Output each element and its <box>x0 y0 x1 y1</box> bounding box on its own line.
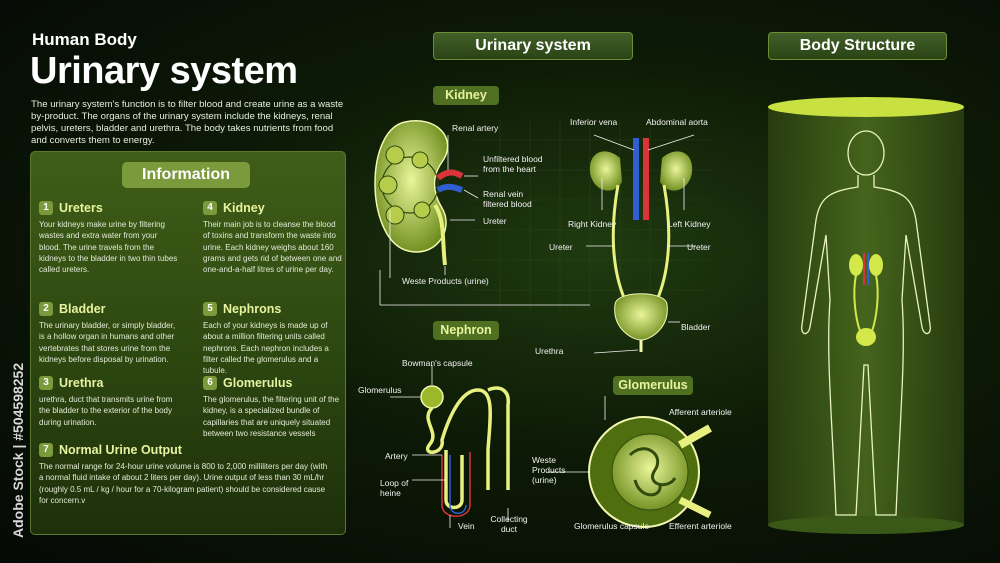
item-number: 1 <box>39 201 53 215</box>
cylinder-base <box>768 516 964 534</box>
information-panel <box>30 151 346 535</box>
label-afferent-arteriole: Afferent arteriole <box>669 407 732 417</box>
item-number: 2 <box>39 302 53 316</box>
label-left-kidney: Left Kidney <box>668 219 711 229</box>
item-title: Normal Urine Output <box>59 443 182 457</box>
glomerulus-diagram <box>588 416 712 528</box>
label-vein: Vein <box>458 521 475 531</box>
urinary-system-heading: Urinary system <box>433 32 633 60</box>
label-renal-vein: Renal vein filtered blood <box>483 189 532 209</box>
intro-text: The urinary system's function is to filt… <box>31 99 344 146</box>
label-artery: Artery <box>385 451 408 461</box>
label-unfiltered-blood: Unfiltered blood from the heart <box>483 154 543 174</box>
label-efferent-arteriole: Efferent arteriole <box>669 521 732 531</box>
label-glomerulus-capsule: Glomerulus capsule <box>574 521 650 531</box>
info-item-urine-output: 7 Normal Urine Output The normal range fo… <box>39 443 329 506</box>
item-text: The urinary bladder, or simply bladder, … <box>39 321 176 364</box>
item-number: 5 <box>203 302 217 316</box>
glomerulus-section-label: Glomerulus <box>613 376 693 395</box>
label-waste-products-glomerulus: Weste Products (urine) <box>532 455 566 485</box>
connector-lines <box>379 134 696 528</box>
item-title: Bladder <box>59 302 106 316</box>
kidney-cross-section <box>374 120 464 266</box>
info-item-ureters: 1 Ureters Your kidneys make urine by filt… <box>39 201 179 275</box>
label-loop-of-heine: Loop of heine <box>380 478 409 498</box>
info-item-nephrons: 5 Nephrons Each of your kidneys is made u… <box>203 302 343 376</box>
label-inferior-vena: Inferior vena <box>570 117 618 127</box>
item-number: 4 <box>203 201 217 215</box>
nephron-diagram <box>420 385 512 520</box>
item-title: Kidney <box>223 201 265 215</box>
info-item-glomerulus: 6 Glomerulus The glomerulus, the filterin… <box>203 376 343 439</box>
item-text: urethra, duct that transmits urine from … <box>39 395 173 427</box>
label-ureter-kidney: Ureter <box>483 216 507 226</box>
label-glomerulus-nephron: Glomerulus <box>358 385 402 395</box>
item-text: Their main job is to cleanse the blood o… <box>203 220 342 275</box>
label-ureter-left: Ureter <box>549 242 573 252</box>
item-text: Your kidneys make urine by filtering was… <box>39 220 178 275</box>
info-item-urethra: 3 Urethra urethra, duct that transmits ur… <box>39 376 179 428</box>
label-right-kidney: Right Kidney <box>568 219 617 229</box>
label-waste-products-kidney: Weste Products (urine) <box>402 276 489 286</box>
label-renal-artery: Renal artery <box>452 123 499 133</box>
human-outline <box>801 130 931 516</box>
background-grid <box>470 120 710 310</box>
body-organs <box>849 253 883 346</box>
body-structure-illustration <box>768 97 964 534</box>
item-title: Urethra <box>59 376 104 390</box>
stock-watermark: Adobe Stock | #504598252 <box>10 320 30 540</box>
label-bowmans-capsule: Bowman's capsule <box>402 358 473 368</box>
kidney-section-label: Kidney <box>433 86 499 105</box>
item-title: Glomerulus <box>223 376 293 390</box>
item-number: 7 <box>39 443 53 457</box>
nephron-section-label: Nephron <box>433 321 499 340</box>
page-subtitle: Human Body <box>32 30 137 49</box>
body-structure-heading: Body Structure <box>768 32 947 60</box>
watermark-text: Adobe Stock | #504598252 <box>10 362 26 538</box>
information-heading: Information <box>122 162 250 188</box>
item-title: Ureters <box>59 201 103 215</box>
label-abdominal-aorta: Abdominal aorta <box>646 117 708 127</box>
cylinder-top <box>768 97 964 117</box>
diagram-art <box>374 120 712 528</box>
label-collecting-duct: Collecting duct <box>490 514 528 534</box>
label-ureter-right: Ureter <box>687 242 711 252</box>
item-text: Each of your kidneys is made up of about… <box>203 321 329 376</box>
label-bladder: Bladder <box>681 322 711 332</box>
item-title: Nephrons <box>223 302 282 316</box>
page-title: Urinary system <box>30 50 298 92</box>
item-number: 3 <box>39 376 53 390</box>
info-item-bladder: 2 Bladder The urinary bladder, or simply … <box>39 302 179 365</box>
glass-cylinder <box>768 107 964 525</box>
item-text: The glomerulus, the filtering unit of th… <box>203 395 340 438</box>
info-item-kidney: 4 Kidney Their main job is to cleanse the… <box>203 201 343 275</box>
item-text: The normal range for 24-hour urine volum… <box>39 462 328 505</box>
label-urethra: Urethra <box>535 346 564 356</box>
item-number: 6 <box>203 376 217 390</box>
